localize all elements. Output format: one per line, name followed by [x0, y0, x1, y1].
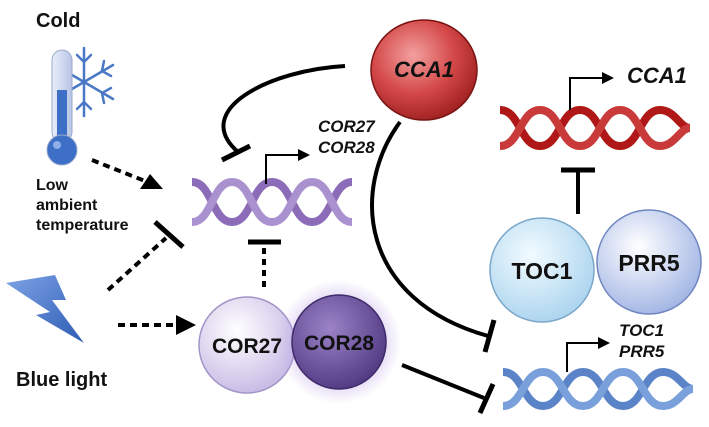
cor28-protein-label: COR28	[304, 332, 374, 355]
arrowhead	[140, 174, 163, 189]
prr5-protein: PRR5	[596, 209, 702, 315]
low-ambient-label-line1: Low	[36, 177, 69, 194]
cca1-inhibits-toc1-prr5-gene-line	[370, 120, 489, 338]
cold-to-cor-gene-dashed-arrow	[91, 158, 151, 185]
cca1-gene-promoter-arrow	[569, 72, 614, 110]
cca1-gene-label: CCA1	[627, 63, 687, 88]
cold-label: Cold	[36, 10, 80, 32]
lightning-bolt-icon	[6, 275, 84, 343]
cor27-gene-label: COR27	[318, 117, 376, 136]
cca1-protein-label: CCA1	[394, 57, 454, 82]
cca1-inhibits-cor-gene-line	[221, 64, 346, 154]
toc1-prr5-gene-dna	[502, 367, 694, 411]
inhibition-bar	[482, 319, 497, 353]
cor27-protein-label: COR27	[212, 335, 282, 358]
toc1-protein: TOC1	[489, 217, 595, 323]
inhibition-bar	[477, 382, 496, 415]
arrowhead	[176, 315, 196, 335]
toc1-prr5-gene-promoter-arrow	[566, 337, 610, 372]
bluelight-inhibits-cor-gene-dashed-line	[106, 236, 168, 292]
thermometer-icon	[46, 49, 78, 166]
inhibition-bar	[153, 220, 185, 249]
low-ambient-label-line2: ambient	[36, 197, 98, 214]
cca1-gene-dna	[499, 105, 691, 151]
cor-proteins-inhibit-toc1-prr5-gene-line	[401, 363, 485, 400]
cor-gene-dna	[191, 177, 353, 227]
toc1-gene-label: TOC1	[619, 321, 664, 340]
prr5-gene-label: PRR5	[619, 342, 665, 361]
low-ambient-label-line3: temperature	[36, 217, 129, 234]
inhibition-bar	[220, 143, 252, 163]
prr5-protein-label: PRR5	[618, 250, 680, 276]
toc1-protein-label: TOC1	[512, 258, 573, 284]
cor28-protein: COR28	[277, 280, 401, 404]
blue-light-label: Blue light	[16, 369, 107, 391]
cor28-gene-label: COR28	[318, 138, 375, 157]
cca1-protein: CCA1	[370, 19, 478, 121]
cor27-protein: COR27	[198, 296, 296, 394]
cor-gene-promoter-arrow	[265, 149, 310, 184]
